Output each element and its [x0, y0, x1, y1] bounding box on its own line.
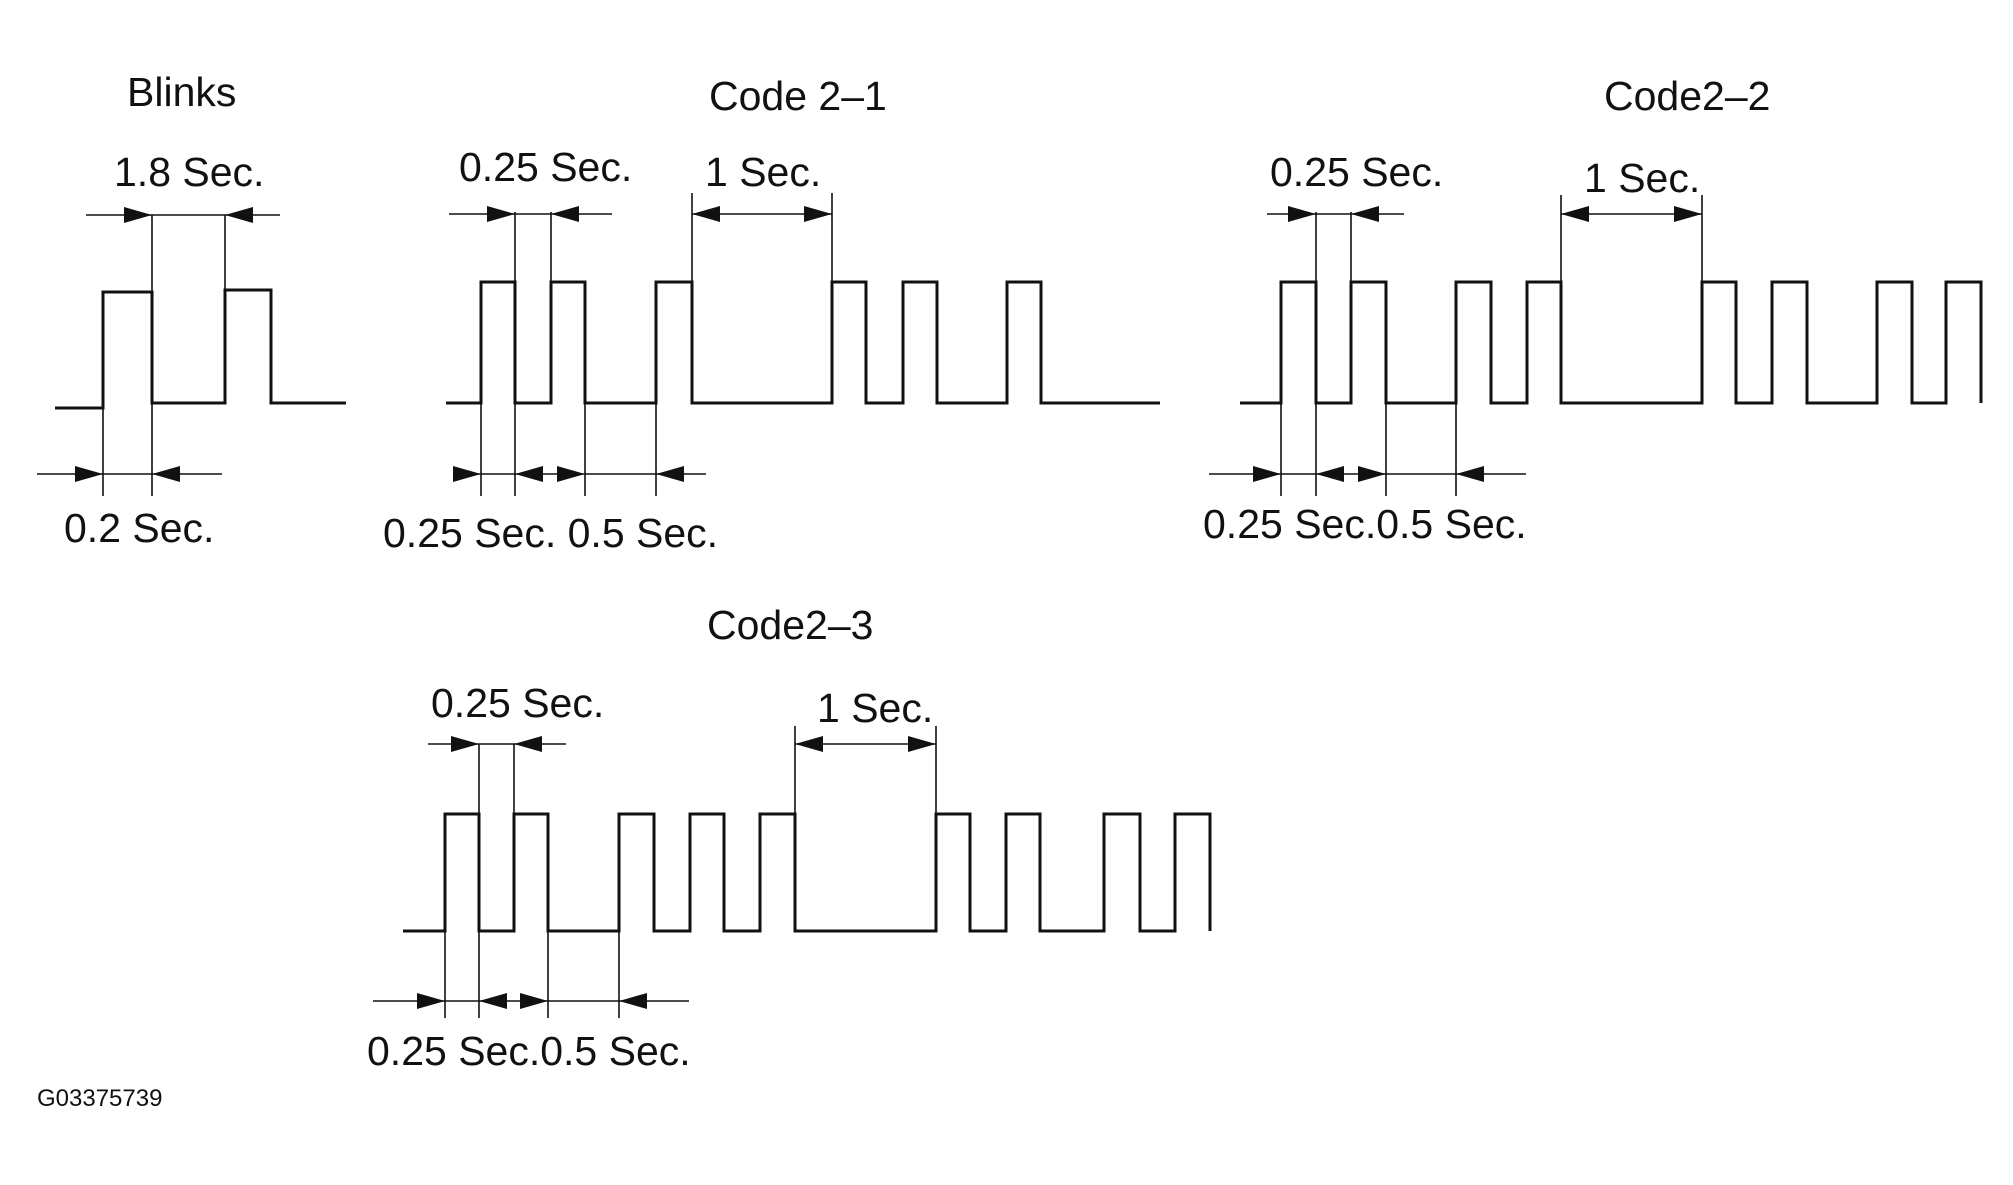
- panel-code-2-2: Code2–2 0.25 Sec. 1 Sec.: [1203, 73, 1983, 547]
- dimension-arrow-bottom: [373, 993, 689, 1009]
- dimension-arrow-0-25: [1267, 206, 1404, 222]
- duration-label-short: 0.25 Sec.: [431, 680, 604, 726]
- panel-title: Code 2–1: [709, 73, 887, 119]
- duration-label-bottom: 0.25 Sec.0.5 Sec.: [367, 1028, 691, 1074]
- panel-title: Code2–2: [1604, 73, 1770, 119]
- panel-title: Code2–3: [707, 602, 873, 648]
- dimension-arrow-0-25: [428, 736, 566, 752]
- duration-label-long: 1 Sec.: [817, 685, 933, 731]
- duration-label-bottom: 0.2 Sec.: [64, 505, 214, 551]
- dimension-arrow-1: [795, 736, 936, 752]
- dimension-arrow-0-25: [449, 206, 612, 222]
- duration-label-bottom: 0.25 Sec. 0.5 Sec.: [383, 510, 718, 556]
- duration-label-short: 0.25 Sec.: [459, 144, 632, 190]
- code-2-2-waveform: [1240, 280, 1983, 405]
- duration-label-short: 0.25 Sec.: [1270, 149, 1443, 195]
- dimension-arrow-0-2: [37, 466, 222, 482]
- panel-title: Blinks: [127, 69, 236, 115]
- blinks-waveform: [55, 288, 346, 410]
- figure-id: G03375739: [37, 1085, 162, 1112]
- code-2-3-waveform: [403, 812, 1212, 933]
- code-2-1-waveform: [446, 280, 1160, 405]
- dimension-arrow-bottom: [1209, 466, 1526, 482]
- duration-label-top: 1.8 Sec.: [114, 149, 264, 195]
- dimension-arrow-1: [692, 206, 832, 222]
- duration-label-long: 1 Sec.: [1584, 155, 1700, 201]
- dimension-arrow-1: [1561, 206, 1702, 222]
- dimension-arrow-1-8: [86, 207, 280, 223]
- duration-label-bottom: 0.25 Sec.0.5 Sec.: [1203, 501, 1527, 547]
- duration-label-long: 1 Sec.: [705, 149, 821, 195]
- panel-blinks: Blinks 1.8 Sec. 0.2 Sec.: [37, 69, 346, 551]
- dimension-arrow-bottom: [453, 466, 706, 482]
- panel-code-2-1: Code 2–1 0.25 Sec. 1 Sec.: [383, 73, 1160, 556]
- panel-code-2-3: Code2–3 0.25 Sec. 1 Sec.: [367, 602, 1212, 1074]
